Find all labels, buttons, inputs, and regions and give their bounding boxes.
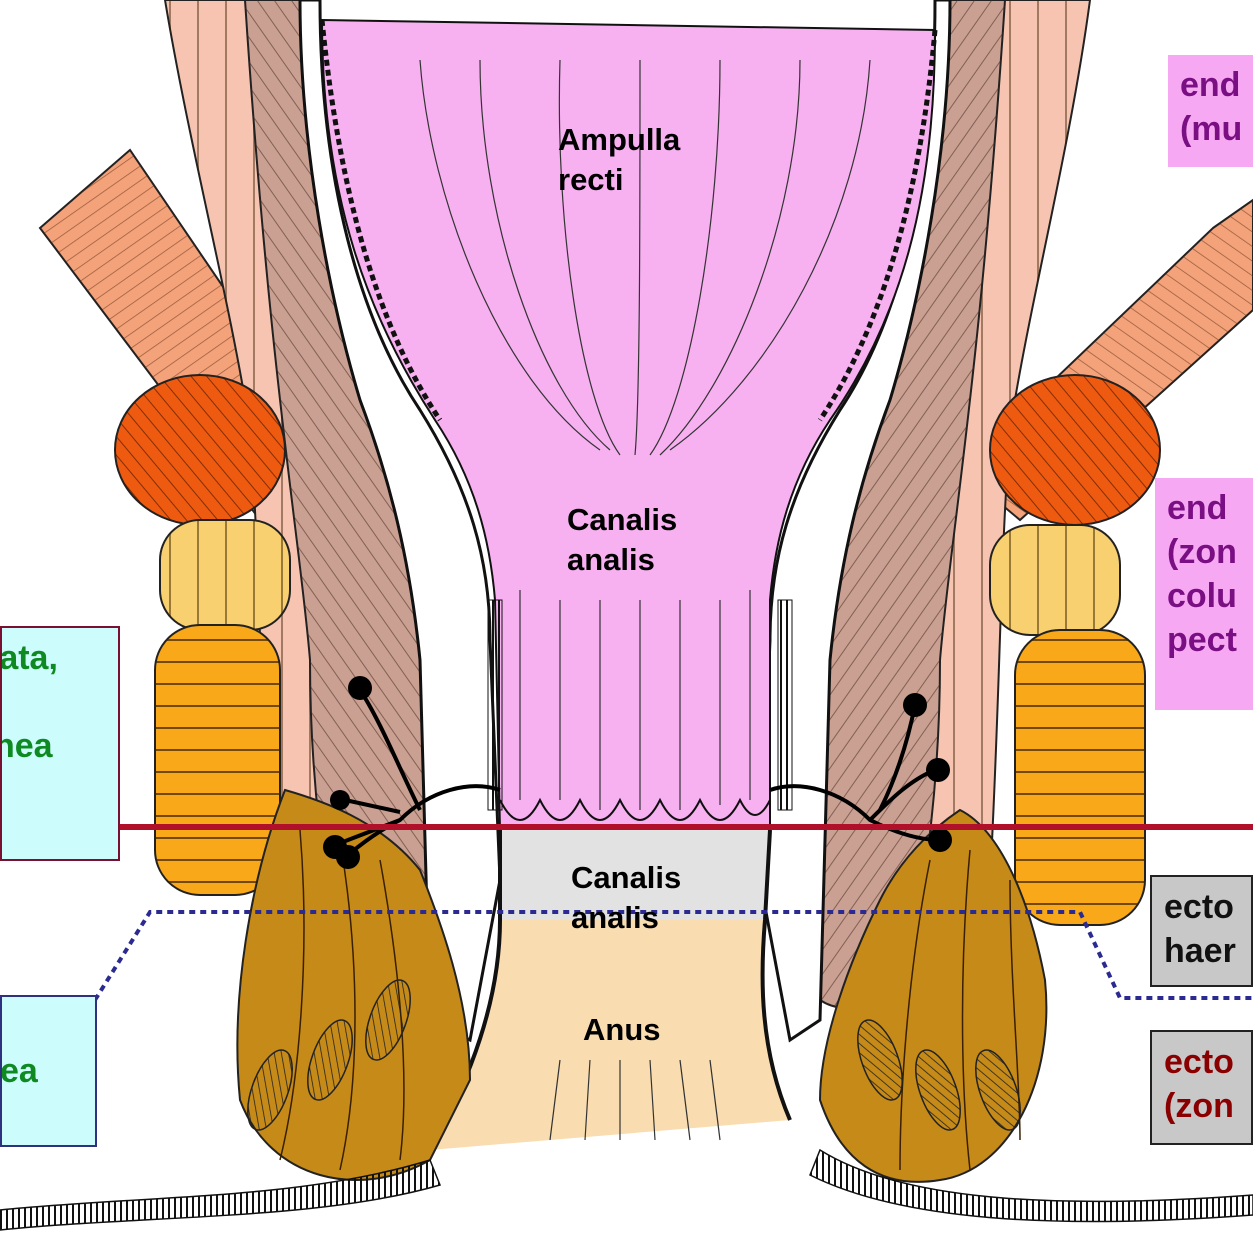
left-upper-line3: nea <box>0 724 106 768</box>
left-lower-box: ea <box>0 995 97 1147</box>
canalis-upper-line1: Canalis <box>567 500 677 540</box>
endoderm-top-line2: (mu <box>1180 107 1241 151</box>
endoderm-box-mid: end (zon colu pect <box>1155 478 1253 710</box>
ampulla-recti-label: Ampulla recti <box>558 120 680 200</box>
ampulla-label-line1: Ampulla <box>558 120 680 160</box>
endoderm-mid-line4: pect <box>1167 618 1241 662</box>
endoderm-mid-line1: end <box>1167 486 1241 530</box>
ectoderm1-line2: haer <box>1164 929 1239 973</box>
anus-label: Anus <box>583 1010 661 1050</box>
endoderm-box-top: end (mu <box>1168 55 1253 167</box>
ampulla-label-line2: recti <box>558 160 680 200</box>
canalis-lower-line2: analis <box>571 898 681 938</box>
canalis-analis-upper-label: Canalis analis <box>567 500 677 580</box>
endoderm-mid-line2: (zon <box>1167 530 1241 574</box>
perianal-skin <box>0 1150 1253 1230</box>
ectoderm2-line1: ecto <box>1164 1040 1239 1084</box>
ectoderm-box-1: ecto haer <box>1150 875 1253 987</box>
left-upper-line1: tata, <box>0 636 106 680</box>
canalis-analis-lower-label: Canalis analis <box>571 858 681 938</box>
ectoderm-box-2: ecto (zon <box>1150 1030 1253 1145</box>
left-upper-spacer <box>2 680 106 724</box>
endoderm-mid-line3: colu <box>1167 574 1241 618</box>
canalis-upper-line2: analis <box>567 540 677 580</box>
endoderm-top-line1: end <box>1180 63 1241 107</box>
canalis-lower-line1: Canalis <box>571 858 681 898</box>
left-lower-line1: ea <box>0 1049 83 1093</box>
left-upper-box: tata, nea <box>0 626 120 861</box>
ectoderm2-line2: (zon <box>1164 1084 1239 1128</box>
ectoderm1-line1: ecto <box>1164 885 1239 929</box>
